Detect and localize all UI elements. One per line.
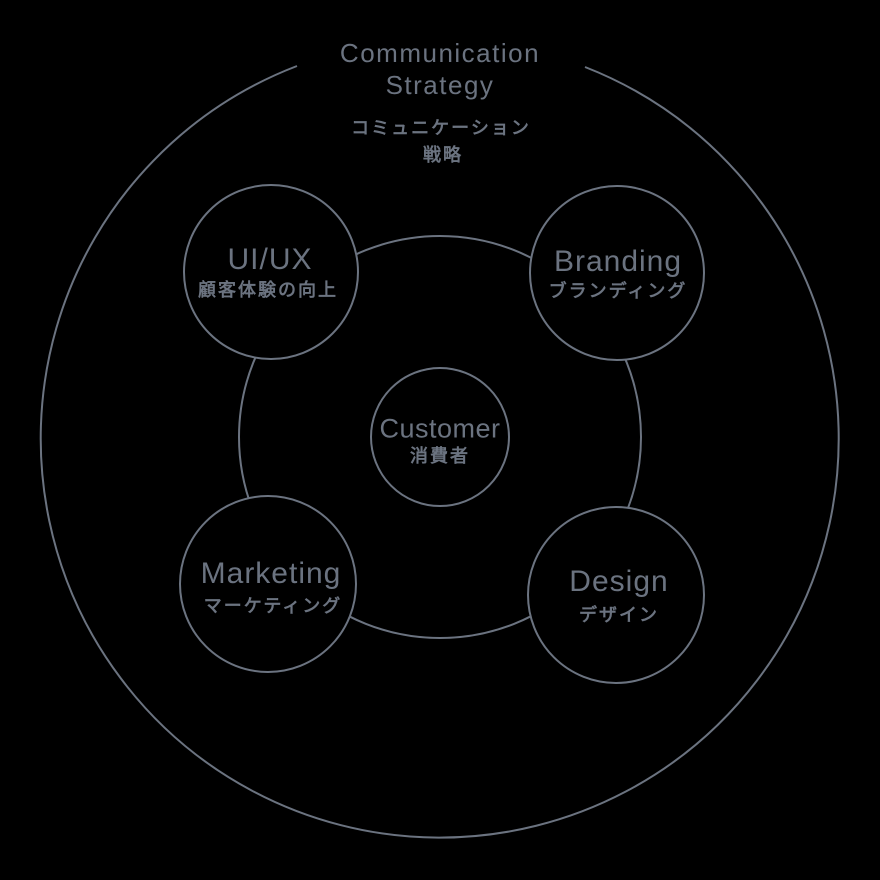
- node-design-label-en: Design: [569, 565, 669, 598]
- diagram-title-en-line1: Communication: [339, 38, 541, 68]
- node-ui-ux-label-ja: 顧客体験の向上: [198, 280, 338, 300]
- center-customer-label-en: Customer: [379, 413, 501, 444]
- node-circle-branding: [529, 185, 705, 361]
- node-design-label-ja: デザイン: [579, 605, 659, 625]
- node-ui-ux-label-en: UI/UX: [227, 243, 313, 276]
- center-circle-customer: [370, 367, 510, 507]
- diagram-title-en-line2: Strategy: [385, 70, 495, 100]
- diagram-title-ja-line1: コミュニケーション: [351, 118, 531, 138]
- outer-circle: [39, 65, 840, 839]
- node-marketing-label-ja: マーケティング: [203, 596, 343, 616]
- diagram-title-ja-line2: 戦略: [423, 145, 463, 165]
- node-marketing-label-en: Marketing: [200, 557, 342, 590]
- node-branding-label-en: Branding: [553, 245, 683, 278]
- node-circle-marketing: [179, 495, 357, 673]
- node-branding-label-ja: ブランディング: [548, 281, 688, 301]
- center-customer-label-ja: 消費者: [410, 446, 470, 466]
- node-circle-design: [527, 506, 705, 684]
- middle-ring: [238, 235, 642, 639]
- node-circle-ui-ux: [183, 184, 359, 360]
